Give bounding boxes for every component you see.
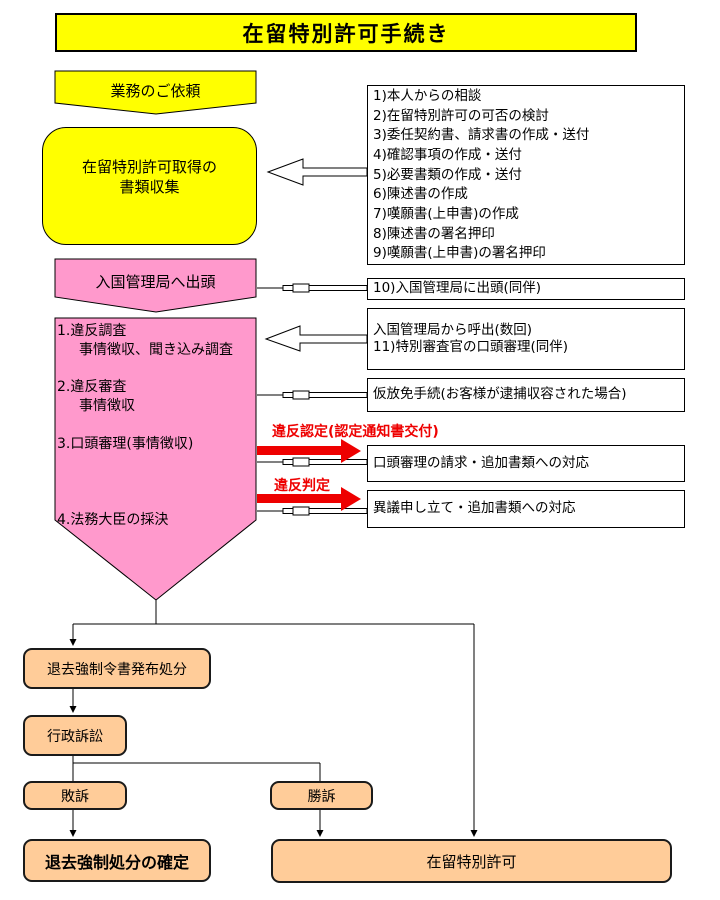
step-label: 事情徴収 <box>79 398 135 414</box>
violation-recognition-label: 違反認定(認定通知書交付) <box>272 424 439 440</box>
parole-box: 仮放免手続(お客様が逮捕収容された場合) <box>367 378 685 412</box>
collect-documents-box: 在留特別許可取得の 書類収集 <box>42 127 257 245</box>
pipe-connector <box>257 506 368 516</box>
violation-judgement-label: 違反判定 <box>274 478 330 494</box>
step-label: 1.違反調査 <box>57 323 127 339</box>
pipe-connector <box>257 283 368 293</box>
win-box: 勝訴 <box>270 781 373 810</box>
deport-final-box: 退去強制処分の確定 <box>23 839 211 882</box>
page-title-box: 在留特別許可手続き <box>55 13 637 52</box>
summon-line: 11)特別審査官の口頭審理(同伴) <box>373 339 568 355</box>
lawsuit-box: 行政訴訟 <box>23 715 127 756</box>
pipe-connector <box>257 390 368 400</box>
task-line: 5)必要書類の作成・送付 <box>373 166 522 183</box>
task-line: 9)嘆願書(上申書)の署名押印 <box>373 245 546 262</box>
red-arrow-right-icon <box>257 439 361 463</box>
step-label: 2.違反審査 <box>57 379 127 395</box>
task-line: 4)確認事項の作成・送付 <box>373 146 522 163</box>
step-label: 3.口頭審理(事情徴収) <box>57 436 194 452</box>
block-arrow-left-icon <box>264 325 368 352</box>
appear-banner-shape <box>54 258 257 313</box>
special-permission-box: 在留特別許可 <box>271 839 672 883</box>
task-line: 1)本人からの相談 <box>373 87 482 104</box>
task-line: 3)委任契約書、請求書の作成・送付 <box>373 127 590 144</box>
objection-box: 異議申し立て・追加書類への対応 <box>367 490 685 528</box>
oral-request-box: 口頭審理の請求・追加書類への対応 <box>367 445 685 482</box>
deport-order-box: 退去強制令書発布処分 <box>23 648 211 689</box>
block-arrow-left-icon <box>266 158 368 186</box>
task-line: 8)陳述書の署名押印 <box>373 225 495 242</box>
task-line: 2)在留特別許可の可否の検討 <box>373 107 549 124</box>
step-label: 4.法務大臣の採決 <box>57 512 169 528</box>
collect-documents-line1: 在留特別許可取得の <box>81 158 217 176</box>
task-line: 6)陳述書の作成 <box>373 186 468 203</box>
request-banner-label: 業務のご依頼 <box>110 82 201 100</box>
task-line: 7)嘆願書(上申書)の作成 <box>373 206 519 223</box>
flow-line <box>69 600 478 837</box>
pipe-connector <box>257 457 368 467</box>
tasks-box: 1)本人からの相談 2)在留特別許可の可否の検討 3)委任契約書、請求書の作成・… <box>367 85 685 265</box>
appear-banner-label: 入国管理局へ出頭 <box>95 273 216 291</box>
procedure-pentagon-shape <box>54 317 257 601</box>
summon-box: 入国管理局から呼出(数回) 11)特別審査官の口頭審理(同伴) <box>367 308 685 370</box>
summon-line: 入国管理局から呼出(数回) <box>373 321 533 338</box>
request-banner-shape <box>54 70 257 115</box>
red-arrow-right-icon <box>257 487 361 511</box>
step-label: 事情徴収、聞き込み調査 <box>79 342 233 358</box>
appear-result-box: 10)入国管理局に出頭(同伴) <box>367 278 685 300</box>
collect-documents-line2: 書類収集 <box>119 178 180 196</box>
lose-box: 敗訴 <box>23 781 127 810</box>
page-title: 在留特別許可手続き <box>242 21 450 46</box>
